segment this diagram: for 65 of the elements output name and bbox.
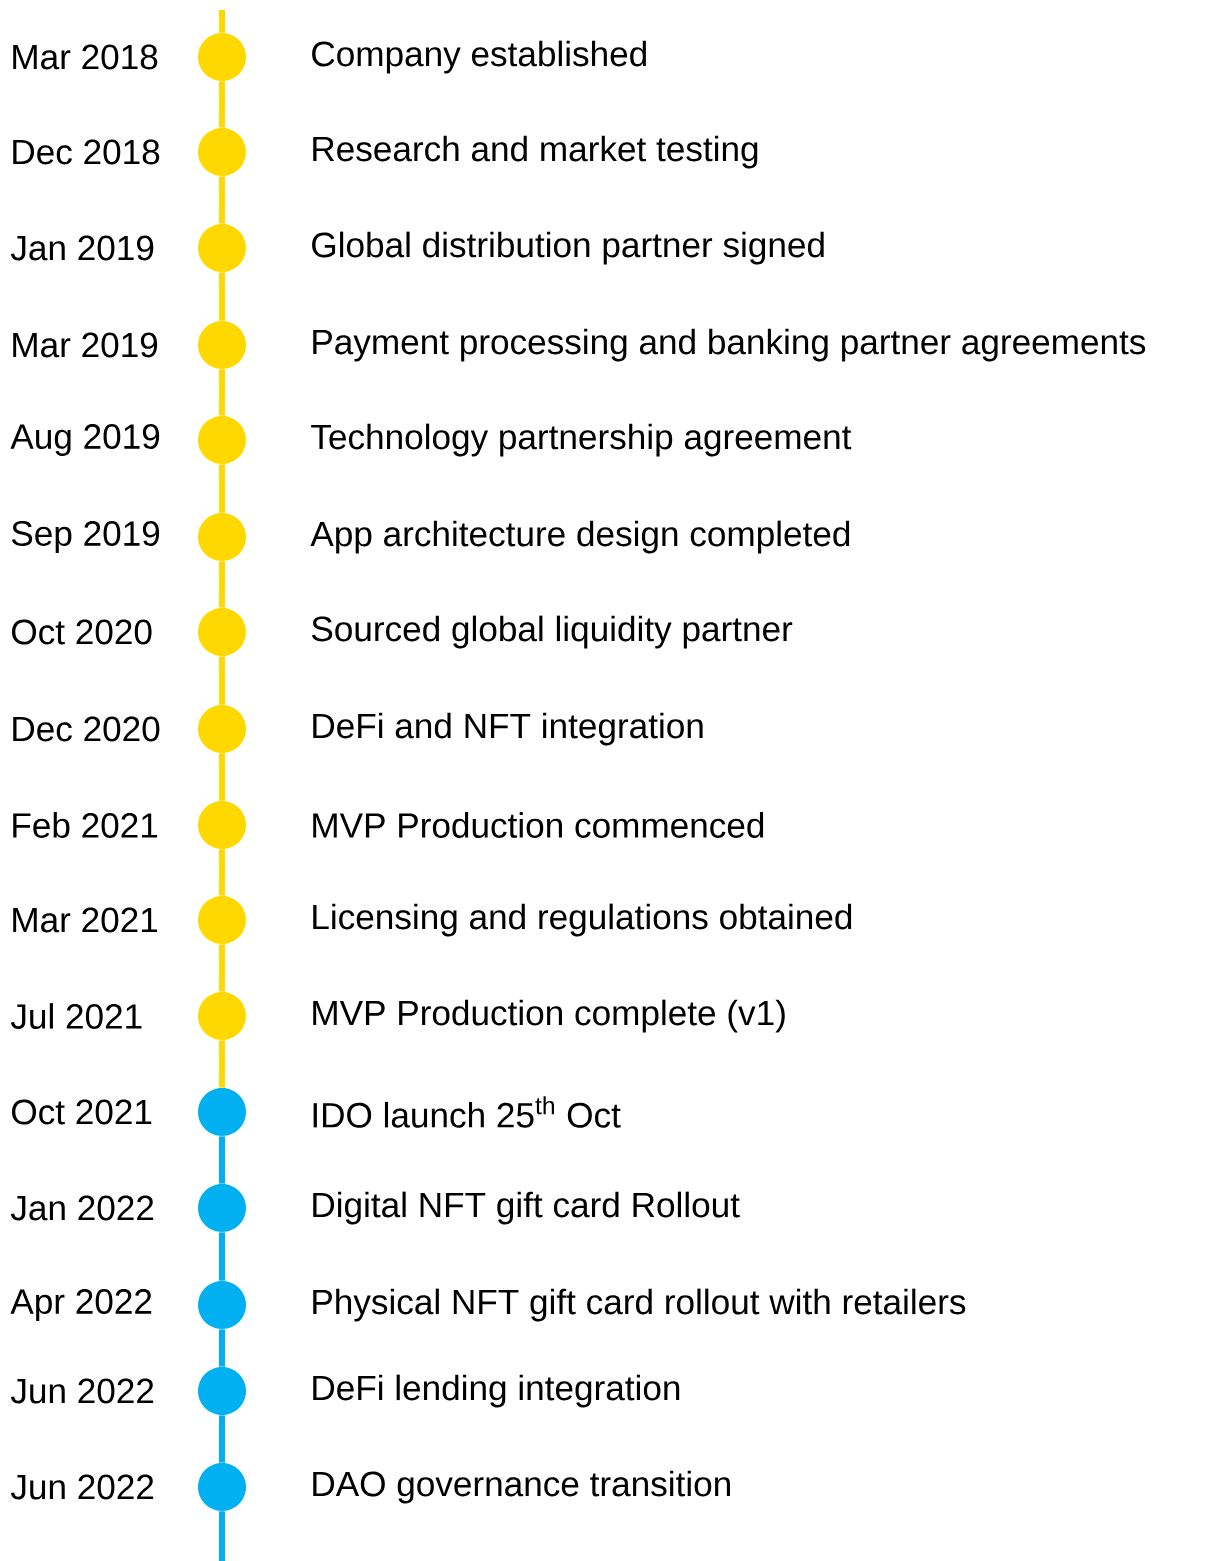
timeline-dot (198, 513, 246, 561)
timeline-line (219, 1232, 225, 1281)
event-label: MVP Production commenced (313, 812, 764, 838)
event-label: DAO governance transition (313, 1470, 730, 1504)
timeline-line (219, 1329, 225, 1367)
timeline-line (219, 656, 225, 705)
date-label: Jan 2019 (10, 235, 154, 261)
timeline-dot (198, 224, 246, 272)
timeline-dot (198, 416, 246, 464)
event-label: MVP Production complete (v1) (313, 999, 785, 1033)
date-label: Feb 2021 (13, 812, 158, 838)
timeline-dot (198, 1088, 246, 1136)
timeline-line (219, 176, 225, 224)
event-label: Global distribution partner signed (312, 231, 824, 265)
timeline-line (219, 10, 225, 33)
event-label: Company established (312, 40, 646, 74)
event-label: Licensing and regulations obtained (313, 903, 852, 937)
date-label: Jun 2022 (10, 1378, 154, 1404)
timeline-line (219, 849, 225, 896)
timeline-dot (198, 896, 246, 944)
event-label: Payment processing and banking partner agreements (313, 328, 1146, 362)
timeline-dot (198, 992, 246, 1040)
event-label: DeFi and NFT integration (313, 712, 703, 746)
timeline-dot (198, 1184, 246, 1232)
date-label: Oct 2021 (12, 1099, 152, 1125)
timeline-dot (198, 705, 246, 753)
event-label: Sourced global liquidity partner (311, 615, 793, 649)
event-label: IDO launch 25$^{th}$ Oct (313, 1096, 621, 1128)
timeline-line (219, 464, 225, 513)
timeline-line (219, 561, 225, 608)
date-label: Dec 2018 (13, 139, 160, 165)
timeline-dot (198, 321, 246, 369)
date-label: Mar 2021 (13, 907, 158, 933)
date-label: Jan 2022 (10, 1195, 154, 1221)
date-label: Aug 2019 (10, 424, 160, 456)
timeline-line (219, 272, 225, 321)
date-label: Oct 2020 (12, 619, 152, 645)
event-label: Physical NFT gift card rollout with retailers (313, 1288, 966, 1322)
timeline-line (219, 1040, 225, 1088)
event-label: Technology partnership agreement (311, 423, 852, 457)
timeline-dot (198, 801, 246, 849)
date-label: Dec 2020 (13, 716, 160, 742)
timeline-dot (198, 1463, 246, 1511)
date-label: Mar 2018 (13, 44, 158, 70)
event-label: Research and market testing (313, 135, 758, 169)
timeline-dot (198, 608, 246, 656)
timeline-dot (198, 1367, 246, 1415)
event-label: Digital NFT gift card Rollout (313, 1191, 740, 1225)
date-label: Apr 2022 (10, 1289, 152, 1321)
event-label: DeFi lending integration (313, 1374, 680, 1408)
timeline-line (219, 369, 225, 416)
event-label: App architecture design completed (310, 520, 850, 554)
timeline-line (219, 944, 225, 992)
date-label: Jun 2022 (10, 1474, 154, 1500)
timeline-line (219, 1511, 225, 1561)
timeline-dot (198, 1281, 246, 1329)
timeline-line (219, 1415, 225, 1463)
timeline-dot (198, 33, 246, 81)
date-label: Jul 2021 (10, 1003, 142, 1029)
timeline-dot (198, 128, 246, 176)
date-label: Sep 2019 (11, 521, 160, 553)
timeline-line (219, 1136, 225, 1184)
date-label: Mar 2019 (13, 332, 158, 358)
timeline-line (219, 81, 225, 128)
timeline-line (219, 753, 225, 801)
